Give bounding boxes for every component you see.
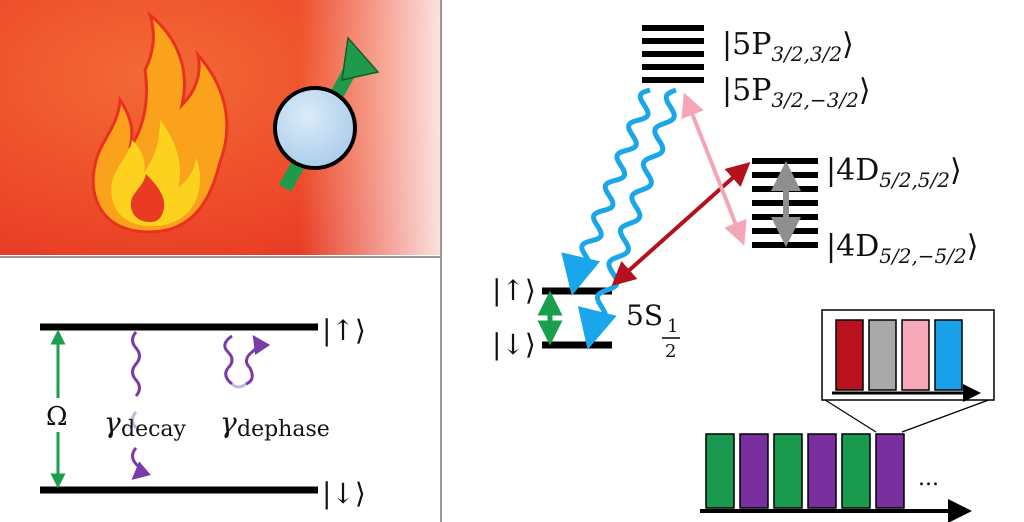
two-level-panel: |↑⟩ |↓⟩ Ω γ decay γ dephase (40, 314, 366, 510)
rabi-label: Ω (46, 402, 68, 432)
sequence-bar (773, 433, 803, 509)
p-lower-label: |5P3/2,−3/2⟩ (722, 73, 871, 112)
sequence-bars (705, 433, 905, 509)
level-up-label: |↑⟩ (322, 314, 366, 347)
sequence-panel: ... (700, 309, 995, 522)
p-upper-label: |5P3/2,3/2⟩ (722, 27, 854, 66)
zoom-bar (835, 319, 864, 391)
dephase-wave-left (223, 334, 234, 386)
d-lower-label: |4D5/2,−5/2⟩ (826, 229, 978, 268)
ground-down-label: |↓⟩ (492, 328, 536, 361)
ground-up-label: |↑⟩ (492, 274, 536, 307)
pink-transition-arrow (681, 92, 747, 246)
ground-name-label: 5S (626, 299, 663, 332)
decay-wave-bottom (131, 447, 151, 480)
dephase-subscript: dephase (237, 417, 330, 442)
sequence-ellipsis: ... (918, 466, 939, 491)
fire-spin-panel (0, 0, 440, 255)
sequence-bar (807, 433, 837, 509)
decay-wave-faint (131, 411, 138, 429)
dephase-wave-faint (230, 382, 247, 389)
ground-sub-num: 1 (667, 316, 678, 337)
sequence-bar (739, 433, 769, 509)
rabi-label-bg (42, 398, 76, 432)
decay-arrow-p-to-up (561, 87, 651, 296)
p-manifold (642, 25, 704, 83)
sequence-bar (705, 433, 735, 509)
decay-subscript: decay (121, 417, 187, 442)
level-down-label: |↓⟩ (322, 477, 366, 510)
red-transition-arrow (611, 162, 751, 286)
zoom-bar (868, 319, 897, 391)
ground-sub-den: 2 (665, 341, 676, 362)
dephase-wave-right (245, 335, 271, 386)
sequence-bar (841, 433, 871, 509)
zoom-bar (901, 319, 930, 391)
zoom-line-right (901, 397, 995, 433)
spin-arrow-icon (273, 36, 380, 192)
zoom-bar (934, 319, 963, 391)
energy-level-panel: |5P3/2,3/2⟩ |5P3/2,−3/2⟩ |4D5/2,5/2⟩ |4D… (492, 25, 978, 362)
d-upper-label: |4D5/2,5/2⟩ (826, 153, 962, 192)
zoom-line-left (821, 397, 877, 433)
decay-symbol: γ (104, 406, 121, 439)
flame-icon (91, 10, 229, 234)
spin-ball-icon (273, 86, 357, 170)
dephase-symbol: γ (220, 406, 237, 439)
decay-wave-top (131, 331, 141, 397)
zoom-bars (835, 319, 963, 391)
sequence-bar (875, 433, 905, 509)
